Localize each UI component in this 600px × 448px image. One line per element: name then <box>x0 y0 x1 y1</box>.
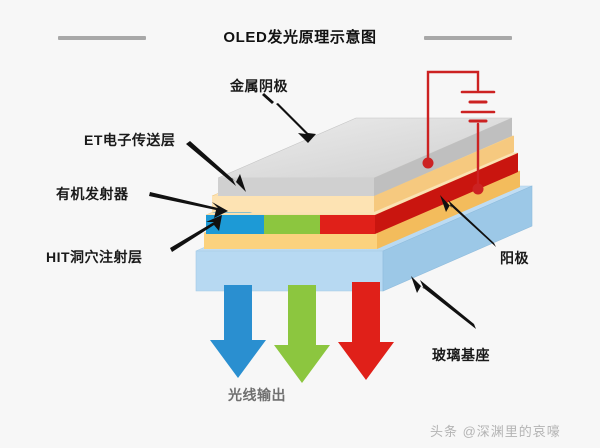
label-electron-transport: ET电子传送层 <box>84 132 176 148</box>
callout-arrows <box>149 93 496 329</box>
red-emitter-edge <box>320 215 375 234</box>
green-emitter-edge <box>264 215 320 234</box>
label-glass-substrate: 玻璃基座 <box>432 347 490 363</box>
label-metal-cathode: 金属阴极 <box>230 78 288 94</box>
label-organic-emitter: 有机发射器 <box>56 186 129 202</box>
anode-terminal-dot <box>472 183 484 195</box>
blue-light-arrow <box>210 285 266 378</box>
title-rule-left <box>58 36 146 40</box>
page-title: OLED发光原理示意图 <box>223 29 377 46</box>
label-hole-injection: HIT洞穴注射层 <box>46 249 143 265</box>
cathode-terminal-dot <box>422 157 434 169</box>
label-light-output: 光线输出 <box>228 387 286 403</box>
battery-circuit <box>422 70 496 195</box>
light-output-arrows <box>210 282 394 383</box>
title-rule-right <box>424 36 512 40</box>
watermark: 头条 @深渊里的哀嚎 <box>430 424 561 439</box>
label-anode: 阳极 <box>500 250 529 266</box>
red-light-arrow <box>338 282 394 380</box>
layer-metal-cathode <box>217 117 513 196</box>
green-light-arrow <box>274 285 330 383</box>
